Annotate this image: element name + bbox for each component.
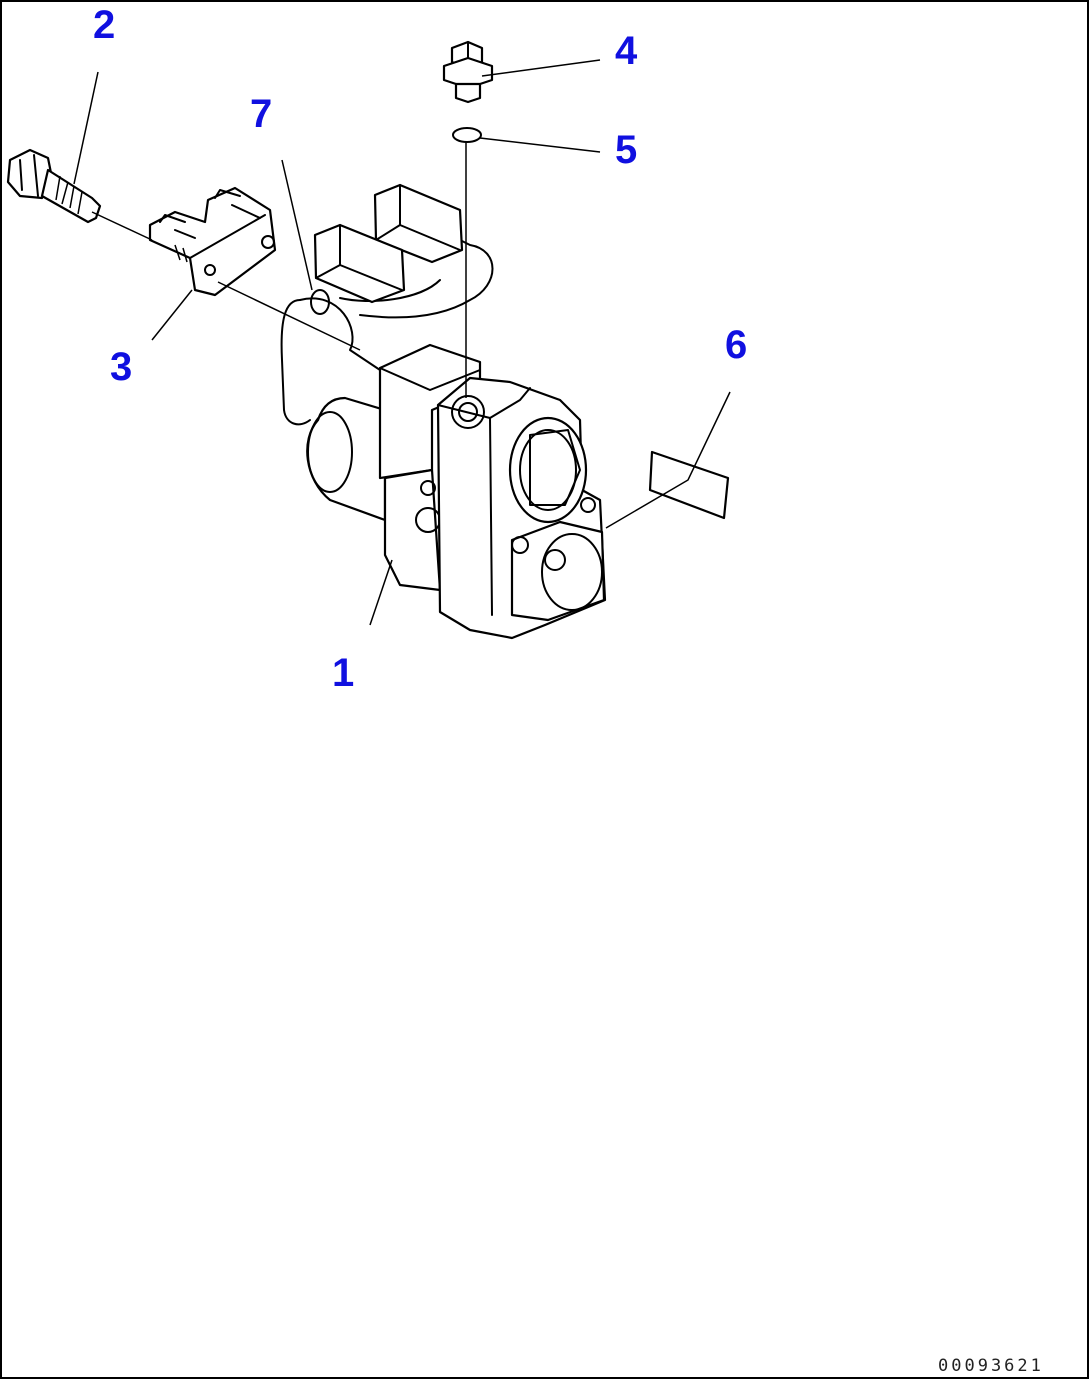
valve-assembly-part bbox=[280, 183, 607, 640]
plug-part bbox=[442, 40, 494, 104]
o-ring-part bbox=[452, 127, 482, 143]
callout-4: 4 bbox=[615, 29, 638, 73]
callout-1: 1 bbox=[332, 651, 354, 695]
callout-2: 2 bbox=[93, 3, 115, 47]
label-plate-part bbox=[648, 450, 730, 520]
callout-5: 5 bbox=[615, 128, 637, 172]
leader-lines bbox=[73, 59, 731, 626]
drawing-number: 00093621 bbox=[938, 1356, 1044, 1376]
bolt-part bbox=[6, 148, 102, 224]
callout-6: 6 bbox=[725, 323, 747, 367]
callout-3: 3 bbox=[110, 345, 132, 389]
callout-7: 7 bbox=[250, 92, 272, 136]
connector-bracket-part bbox=[148, 186, 277, 297]
